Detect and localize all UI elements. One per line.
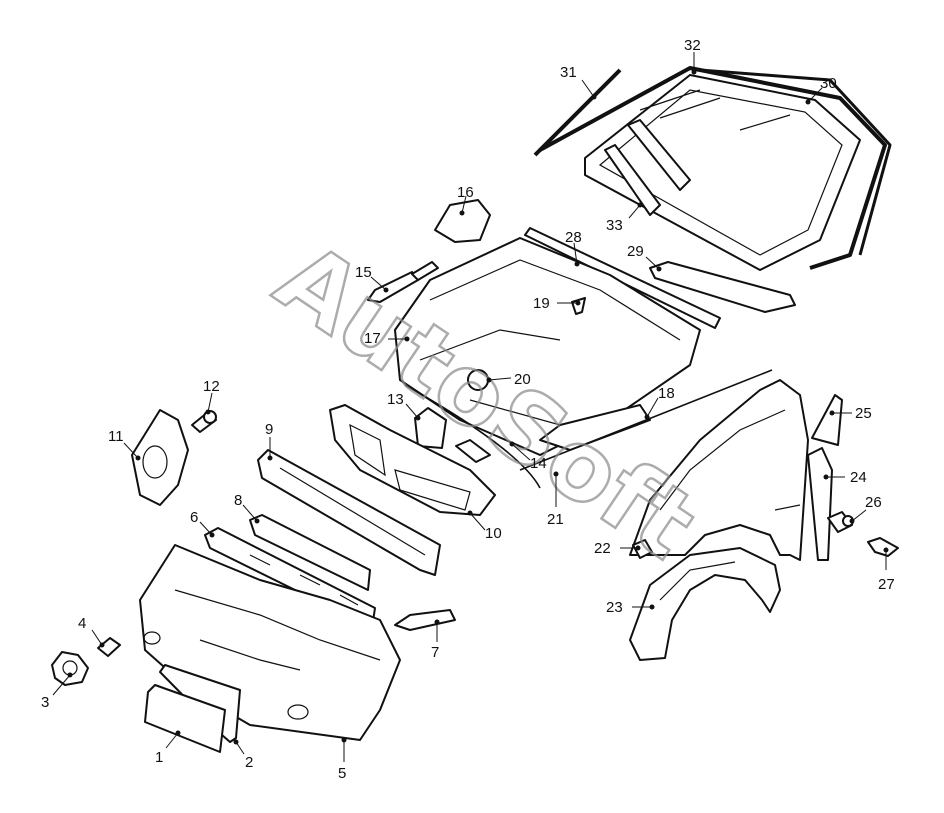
callout-24: 24 — [850, 469, 867, 486]
front-fender — [629, 379, 809, 561]
wiper-arm — [604, 119, 691, 216]
bumper-side-bracket — [394, 609, 456, 631]
callout-1: 1 — [155, 749, 163, 766]
fender-seal-22 — [632, 539, 653, 559]
callout-5: 5 — [338, 765, 346, 782]
callout-22: 22 — [594, 540, 611, 557]
callout-32: 32 — [684, 37, 701, 54]
hood-latch-handle — [455, 439, 491, 463]
callout-labels: 1 2 3 4 5 6 7 7 8 9 10 11 12 13 14 15 16… — [41, 37, 895, 782]
callout-27: 27 — [878, 576, 895, 593]
callout-2: 2 — [245, 754, 253, 771]
callout-30: 30 — [820, 75, 837, 92]
callout-10: 10 — [485, 525, 502, 542]
callout-13: 13 — [387, 391, 404, 408]
radiator-grille — [329, 404, 496, 516]
callout-23: 23 — [606, 599, 623, 616]
callout-21: 21 — [547, 511, 564, 528]
wheel-arch-liner — [629, 547, 781, 661]
windshield-glass — [584, 74, 861, 271]
callout-28: 28 — [565, 229, 582, 246]
callout-4: 4 — [78, 615, 86, 632]
bumper-absorber-middle — [249, 514, 371, 591]
leader-dots — [67, 69, 889, 745]
callout-12: 12 — [203, 378, 220, 395]
callout-18: 18 — [658, 385, 675, 402]
callout-8: 8 — [234, 492, 242, 509]
hood-release-cable — [404, 369, 773, 489]
callout-9: 9 — [265, 421, 273, 438]
windshield-seal — [539, 66, 887, 270]
callout-14: 14 — [530, 455, 547, 472]
windshield-outer-seal — [699, 68, 892, 256]
callout-25: 25 — [855, 405, 872, 422]
callout-16: 16 — [457, 184, 474, 201]
hood-latch-bracket — [414, 407, 447, 449]
fender-bracket-24 — [807, 447, 833, 561]
fender-trim-25 — [811, 394, 843, 446]
leader-lines — [52, 52, 887, 762]
fog-lamp — [51, 651, 89, 686]
headlamp-bulb — [191, 410, 217, 433]
callout-6: 6 — [190, 509, 198, 526]
hood-panel — [394, 237, 701, 456]
headlamp-assembly — [131, 409, 189, 506]
hood-clip — [571, 297, 586, 315]
hood-strut — [367, 261, 439, 303]
callout-3: 3 — [41, 694, 49, 711]
callout-11: 11 — [108, 428, 124, 445]
callout-29: 29 — [627, 243, 644, 260]
license-plate — [144, 684, 226, 753]
windshield-molding-left — [533, 68, 622, 157]
callout-19: 19 — [533, 295, 550, 312]
hood-seal-18 — [539, 404, 651, 451]
callout-17: 17 — [364, 330, 381, 347]
bumper-reinforcement-upper — [257, 449, 441, 576]
fender-grommet — [827, 511, 854, 533]
fog-lamp-bulb — [97, 637, 121, 657]
callout-15: 15 — [355, 264, 372, 281]
hood-hinge — [434, 199, 491, 243]
cowl-strip — [524, 227, 721, 329]
callout-33: 33 — [606, 217, 623, 234]
callout-26: 26 — [865, 494, 882, 511]
callout-20: 20 — [514, 371, 531, 388]
cowl-trim-panel — [649, 261, 796, 313]
fender-clip — [867, 537, 899, 557]
callout-7a: 7 — [431, 644, 439, 661]
callout-31: 31 — [560, 64, 577, 81]
